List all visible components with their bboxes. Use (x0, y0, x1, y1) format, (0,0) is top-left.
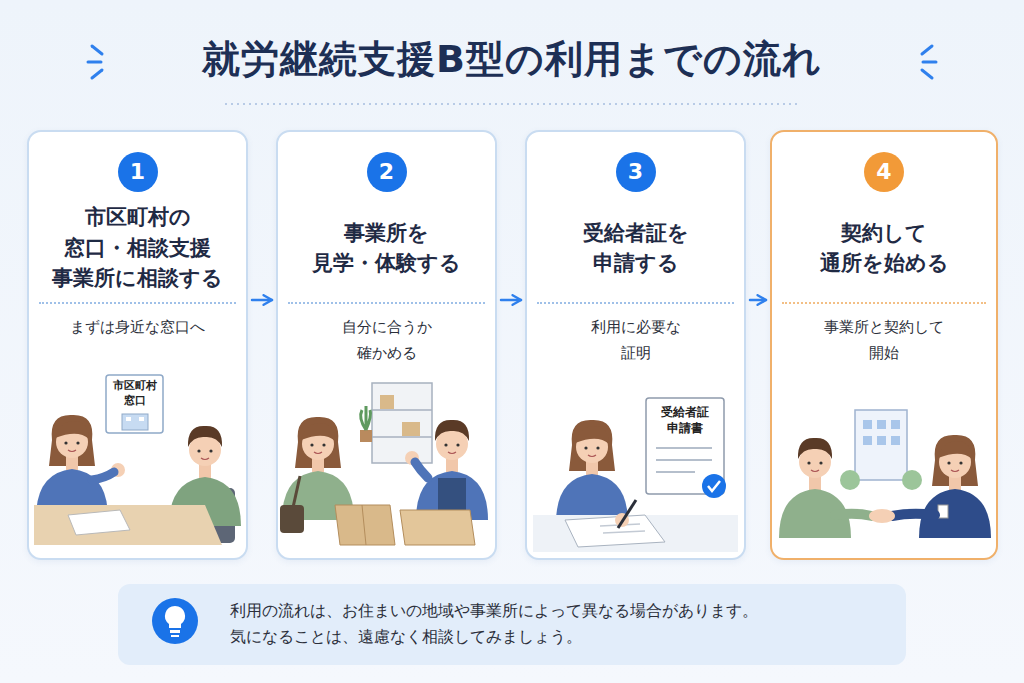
dotted-divider (782, 302, 986, 304)
flow-arrow (750, 299, 766, 302)
step-heading: 契約して 通所を始める (780, 198, 988, 298)
flow-arrow (501, 299, 521, 302)
step-number: 4 (864, 152, 904, 192)
lightbulb-icon (152, 598, 198, 644)
sign-label: 受給者証 申請書 (646, 404, 724, 436)
flow-arrow (252, 299, 272, 302)
step-description: まずは身近な窓口へ (37, 314, 238, 340)
step-heading: 事業所を 見学・体験する (286, 198, 487, 298)
consultation-scene (34, 375, 241, 545)
note-text: 利用の流れは、お住まいの地域や事業所によって異なる場合があります。 気になること… (230, 598, 906, 651)
title-rule (225, 103, 800, 105)
contract-scene (779, 410, 991, 538)
sign-label: 市区町村 窓口 (106, 379, 163, 409)
step-number: 2 (367, 152, 407, 192)
note-box: 利用の流れは、お住まいの地域や事業所によって異なる場合があります。 気になること… (118, 584, 906, 665)
dotted-divider (537, 302, 734, 304)
step-description: 事業所と契約して 開始 (780, 314, 988, 367)
dotted-divider (288, 302, 485, 304)
step-number: 1 (118, 152, 158, 192)
step-description: 利用に必要な 証明 (535, 314, 736, 367)
step-heading: 受給者証を 申請する (535, 198, 736, 298)
diagram-title: 就労継続支援B型の利用までの流れ (0, 34, 1024, 85)
visit-scene (280, 383, 488, 545)
step-heading: 市区町村の 窓口・相談支援 事業所に相談する (37, 198, 238, 298)
step-description: 自分に合うか 確かめる (286, 314, 487, 367)
dotted-divider (39, 302, 236, 304)
application-scene (533, 398, 738, 552)
step-number: 3 (616, 152, 656, 192)
